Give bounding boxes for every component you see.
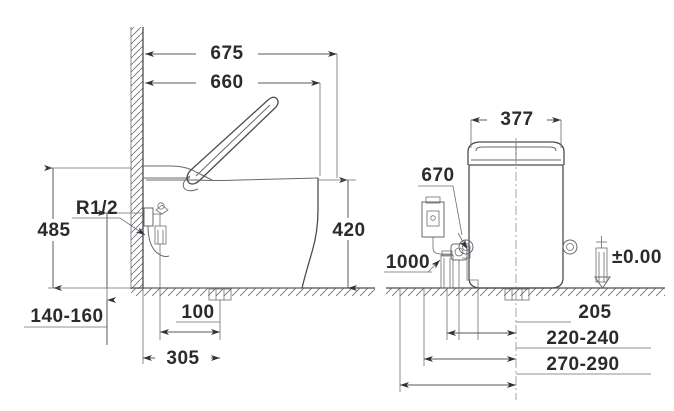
dimension-label-670: 670 [421, 165, 454, 186]
floor-line-left [131, 287, 375, 296]
toilet-body-profile [143, 165, 319, 289]
dimension-label-270-290: 270-290 [546, 354, 619, 375]
dimension-label-660: 660 [210, 72, 243, 93]
dimension-label-305: 305 [166, 348, 199, 369]
dimension-205: 205 [446, 289, 611, 340]
dimension-label-220-240: 220-240 [546, 328, 619, 349]
water-supply-valve [143, 202, 170, 288]
floor-stub-left [440, 250, 454, 289]
floor-drain-box-front [504, 288, 530, 301]
dimension-305: 305 [142, 288, 220, 369]
dimension-675: 675 [145, 42, 338, 178]
dimension-140-160: 140-160 [24, 210, 143, 345]
supply-valve-front [432, 237, 479, 288]
dimension-220-240: 220-240 [423, 289, 651, 366]
datum-label: ±0.00 [612, 247, 662, 268]
dimension-270-290: 270-290 [399, 289, 651, 392]
annotation-label-r-half: R1/2 [76, 198, 118, 219]
dimension-1000: 1000 [384, 252, 441, 273]
reference-verticals [458, 289, 479, 340]
toilet-lid-open [186, 96, 279, 185]
dimension-label-420: 420 [332, 220, 365, 241]
dimension-100: 100 [159, 288, 221, 340]
annotation-r-half: R1/2 [72, 198, 146, 236]
front-elevation-view: ±0.00 377 670 1000 [384, 108, 665, 400]
datum-marker: ±0.00 [594, 236, 662, 289]
dimension-label-100: 100 [181, 302, 214, 323]
dimension-420: 420 [318, 177, 374, 291]
dimension-label-205: 205 [578, 302, 611, 323]
dimension-label-1000: 1000 [386, 252, 430, 273]
wall-section [130, 27, 144, 289]
dimension-660: 660 [145, 71, 321, 176]
control-panel-box [421, 196, 445, 238]
dimension-label-140-160: 140-160 [30, 306, 103, 327]
mounting-bolts [458, 239, 578, 255]
dimension-label-675: 675 [210, 43, 243, 64]
dimension-label-377: 377 [500, 109, 533, 130]
dimension-670: 670 [418, 165, 468, 250]
dimension-377: 377 [470, 108, 562, 148]
dimension-label-485: 485 [37, 220, 70, 241]
dimension-485: 485 [26, 165, 131, 291]
side-elevation-view: 675 660 485 [24, 27, 375, 369]
